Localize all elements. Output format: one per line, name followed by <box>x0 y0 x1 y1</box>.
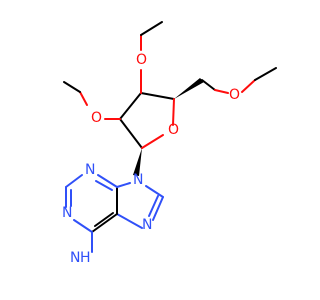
bond-c4-oring <box>172 98 175 126</box>
bond-c6-c5 <box>91 213 118 233</box>
atom-o3: O <box>136 52 147 68</box>
bond-c5-o5 <box>214 89 229 94</box>
bond-n3-c2 <box>65 174 83 188</box>
bond-c5-c5a <box>201 79 216 91</box>
bond-o2-me <box>79 91 88 106</box>
atom-o5: O <box>229 87 240 103</box>
bond-c8-n7 <box>152 196 164 221</box>
bond-c4-n3 <box>97 174 118 188</box>
molecule-structure: O N N N N N H O O O <box>62 21 277 266</box>
bond-me5 <box>254 67 277 81</box>
bond-c6-c5-double <box>94 212 114 227</box>
bond-o5-me <box>241 79 256 93</box>
bond-c8-n7-double <box>148 195 159 217</box>
bond-n9-c8 <box>145 185 164 198</box>
atom-nh2-h: H <box>80 250 91 266</box>
bond-n1-c6 <box>73 219 93 233</box>
bond-c4-n9 <box>116 182 131 188</box>
bond-c3-c4 <box>140 92 175 100</box>
bond-c4-n3-double <box>95 180 113 191</box>
atom-n3: N <box>85 162 95 178</box>
bond-oring-c1 <box>141 134 164 149</box>
bond-me3 <box>140 21 163 36</box>
atom-n7: N <box>142 217 152 233</box>
bond-c1-c2 <box>119 118 143 149</box>
atom-o2: O <box>91 110 102 126</box>
structure-canvas: O N N N N N H O O O <box>62 21 277 266</box>
atom-n1: N <box>62 205 72 221</box>
bond-n7-c5 <box>116 213 143 229</box>
wedge-c4-c5 <box>174 78 204 99</box>
bond-me2 <box>63 81 81 93</box>
wedge-c1-n9 <box>133 148 142 176</box>
atom-o-ring: O <box>168 122 179 138</box>
atom-nh2-n: N <box>70 250 80 266</box>
atom-n9: N <box>133 172 143 188</box>
bond-c2-c3 <box>119 92 142 120</box>
